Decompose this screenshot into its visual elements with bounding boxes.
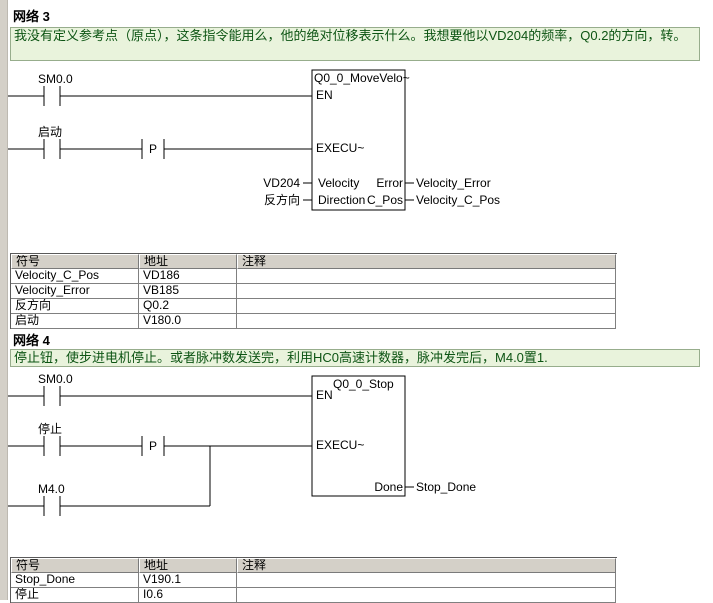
contact-sm0-0-label[interactable]: SM0.0 — [38, 72, 73, 86]
table-row: Stop_Done V190.1 — [11, 573, 617, 588]
cell-comment — [237, 573, 616, 588]
positive-edge-contact[interactable]: P — [141, 139, 165, 159]
header-comment: 注释 — [237, 558, 616, 573]
network3-title[interactable]: 网络 3 — [13, 9, 50, 24]
pin-en-label: EN — [316, 388, 333, 402]
stop-block[interactable]: Q0_0_Stop EN EXECU~ Done — [311, 375, 406, 497]
cell-address: V190.1 — [139, 573, 237, 588]
network4-comment[interactable]: 停止钮，使步进电机停止。或者脉冲数发送完，利用HC0高速计数器，脉冲发完后，M4… — [10, 349, 700, 367]
cell-comment — [237, 299, 616, 314]
cell-symbol: Velocity_C_Pos — [11, 269, 139, 284]
operand-velocity-cpos[interactable]: Velocity_C_Pos — [416, 193, 500, 207]
cell-address: I0.6 — [139, 588, 237, 603]
contact-m4-0-label[interactable]: M4.0 — [38, 482, 65, 496]
pin-en-label: EN — [316, 88, 333, 102]
pin-error-label: Error — [376, 176, 403, 190]
operand-velocity[interactable]: VD204 — [263, 176, 300, 190]
cell-address: VD186 — [139, 269, 237, 284]
table-row: Velocity_Error VB185 — [11, 284, 617, 299]
symbol-table-net3-header: 符号 地址 注释 — [11, 254, 617, 269]
operand-stop-done[interactable]: Stop_Done — [416, 480, 476, 494]
operand-wires — [303, 182, 414, 201]
network3-comment[interactable]: 我没有定义参考点（原点），这条指令能用么，他的绝对位移表示什么。我想要他以VD2… — [10, 27, 700, 61]
table-row: 停止 I0.6 — [11, 588, 617, 603]
cell-comment — [237, 314, 616, 329]
cell-symbol: 停止 — [11, 588, 139, 603]
header-comment: 注释 — [237, 254, 616, 269]
header-address: 地址 — [139, 254, 237, 269]
movevelo-block-title: Q0_0_MoveVelo~ — [314, 71, 410, 85]
cell-symbol: 启动 — [11, 314, 139, 329]
cell-address: Q0.2 — [139, 299, 237, 314]
contact-stop-label[interactable]: 停止 — [38, 421, 62, 436]
network4-title[interactable]: 网络 4 — [13, 333, 50, 348]
operand-direction[interactable]: 反方向 — [264, 192, 300, 207]
positive-edge-label: P — [149, 142, 157, 156]
table-row: Velocity_C_Pos VD186 — [11, 269, 617, 284]
cell-comment — [237, 588, 616, 603]
table-row: 启动 V180.0 — [11, 314, 617, 329]
header-address: 地址 — [139, 558, 237, 573]
symbol-table-net3: 符号 地址 注释 Velocity_C_Pos VD186 Velocity_E… — [10, 253, 617, 329]
cell-symbol: 反方向 — [11, 299, 139, 314]
pin-velocity-label: Velocity — [318, 176, 359, 190]
contact-stop[interactable]: 停止 — [38, 421, 62, 456]
movevelo-block[interactable]: Q0_0_MoveVelo~ EN EXECU~ Velocity Direct… — [311, 69, 410, 211]
ladder-network4: SM0.0 停止 P M4.0 Q0_0_Stop EN EXECU~ Done… — [8, 372, 476, 516]
pin-done-label: Done — [374, 480, 403, 494]
positive-edge-label: P — [149, 439, 157, 453]
symbol-table-net4-header: 符号 地址 注释 — [11, 558, 617, 573]
ladder-network3: SM0.0 启动 P Q0_0_MoveVelo~ EN EXECU~ Velo… — [8, 69, 500, 211]
cell-comment — [237, 269, 616, 284]
cell-symbol: Velocity_Error — [11, 284, 139, 299]
operand-velocity-error[interactable]: Velocity_Error — [416, 176, 491, 190]
contact-sm0-0-label[interactable]: SM0.0 — [38, 372, 73, 386]
rung-m40 — [8, 446, 211, 507]
contact-sm0-0[interactable]: SM0.0 — [38, 72, 73, 106]
cell-address: VB185 — [139, 284, 237, 299]
pin-direction-label: Direction — [318, 193, 365, 207]
contact-start[interactable]: 启动 — [38, 125, 62, 159]
cell-symbol: Stop_Done — [11, 573, 139, 588]
cell-address: V180.0 — [139, 314, 237, 329]
pin-cpos-label: C_Pos — [367, 193, 403, 207]
pin-execute-label: EXECU~ — [316, 141, 364, 155]
contact-m4-0[interactable]: M4.0 — [38, 482, 65, 516]
header-symbol: 符号 — [11, 254, 139, 269]
editor-left-gutter — [0, 0, 8, 600]
contact-start-label[interactable]: 启动 — [38, 125, 62, 139]
table-row: 反方向 Q0.2 — [11, 299, 617, 314]
header-symbol: 符号 — [11, 558, 139, 573]
positive-edge-contact[interactable]: P — [141, 436, 165, 456]
stop-block-title: Q0_0_Stop — [333, 377, 394, 391]
symbol-table-net4: 符号 地址 注释 Stop_Done V190.1 停止 I0.6 — [10, 557, 617, 603]
pin-execute-label: EXECU~ — [316, 438, 364, 452]
contact-sm0-0[interactable]: SM0.0 — [38, 372, 73, 406]
cell-comment — [237, 284, 616, 299]
